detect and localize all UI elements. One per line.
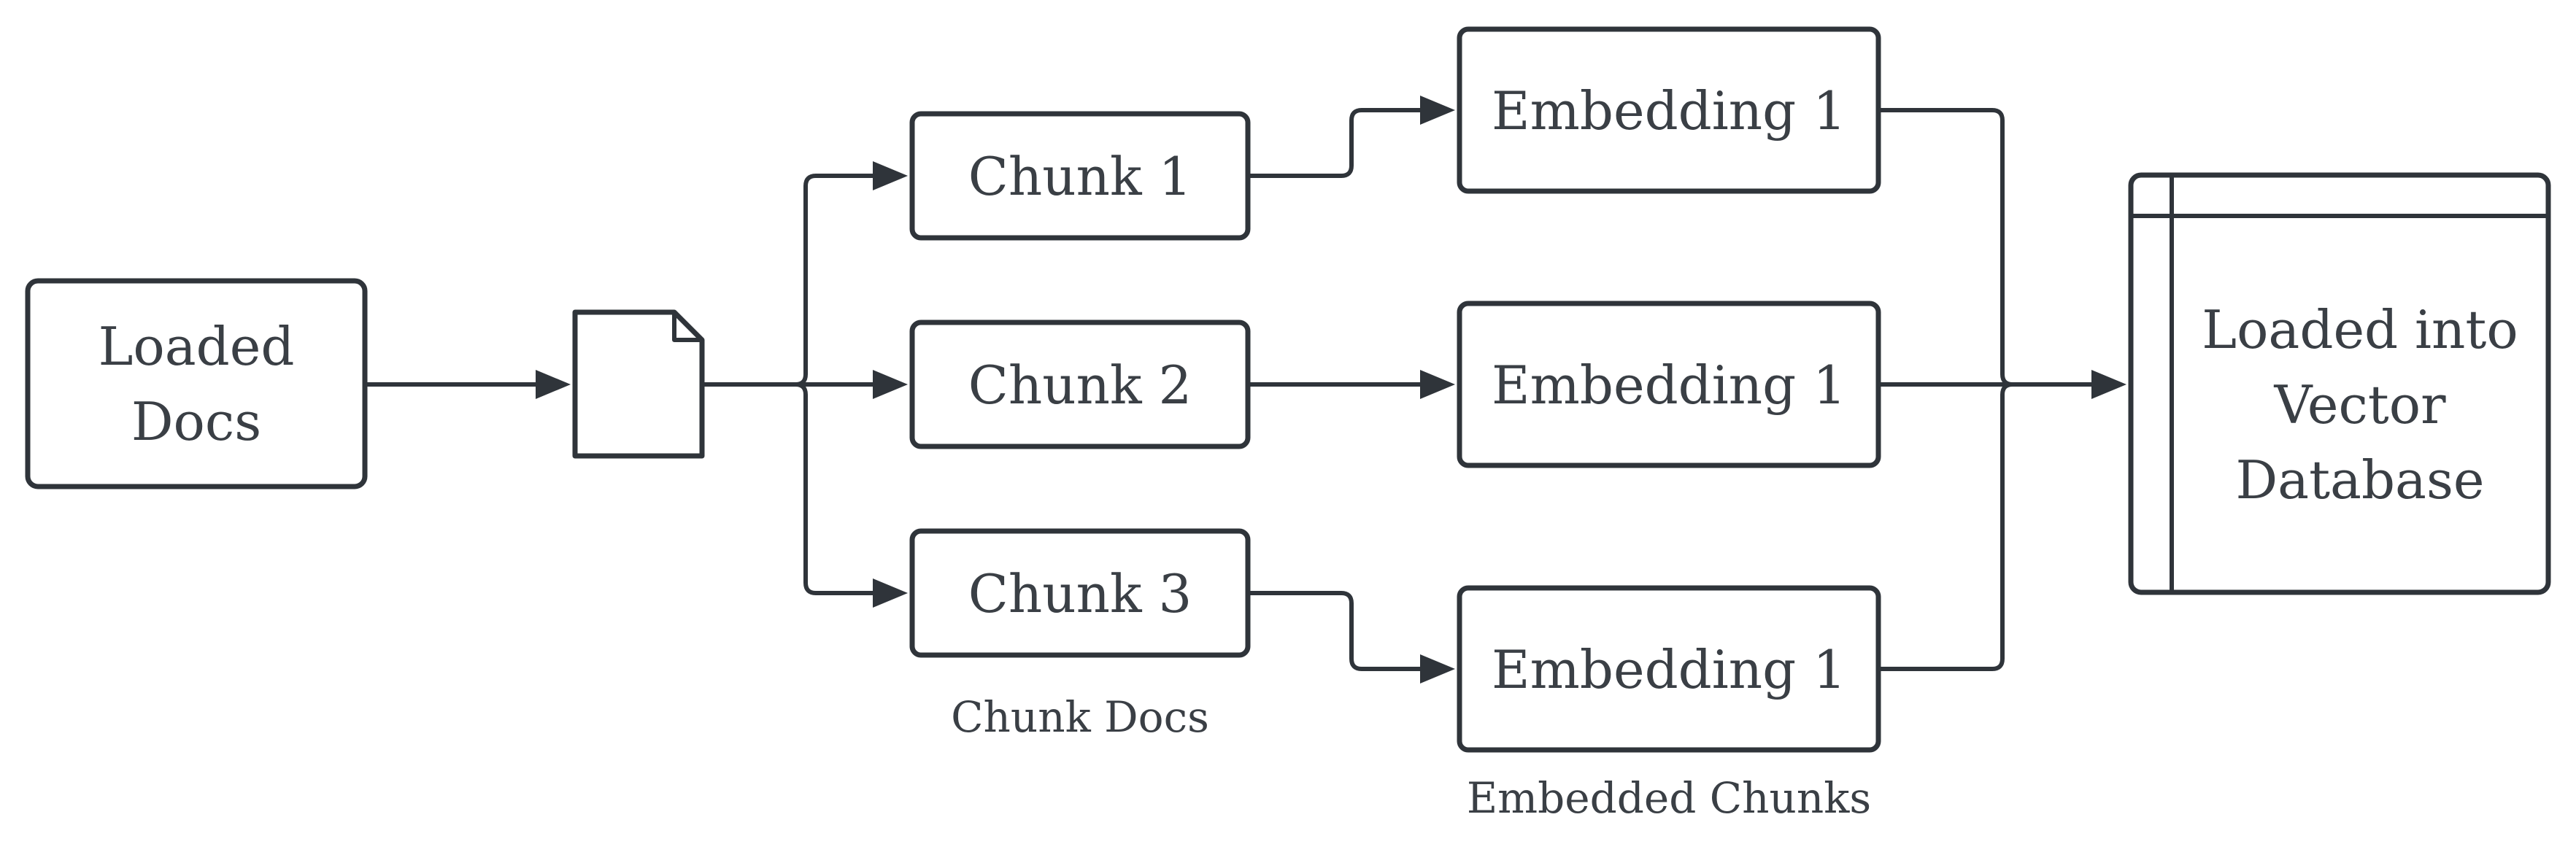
arrowhead [873, 578, 908, 608]
node-vector-database: Loaded into Vector Database [2128, 172, 2551, 595]
node-embedding-top-label: Embedding 1 [1492, 80, 1846, 142]
edge-embedding-bottom-merge [1876, 382, 2015, 671]
node-embedding-bottom: Embedding 1 [1457, 585, 1881, 753]
edge-chunk1-to-embedding [1246, 108, 1425, 178]
node-vector-database-line3: Database [2235, 449, 2484, 511]
node-chunk-3-label: Chunk 3 [968, 563, 1192, 624]
node-embedding-middle-label: Embedding 1 [1492, 355, 1846, 416]
caption-chunk-docs: Chunk Docs [951, 692, 1209, 742]
node-embedding-top: Embedding 1 [1457, 26, 1881, 194]
connectors [363, 96, 2126, 684]
edge-chunk-branch-1 [793, 174, 878, 387]
node-embedding-bottom-label: Embedding 1 [1492, 639, 1846, 700]
node-chunk-1: Chunk 1 [909, 111, 1251, 241]
node-loaded-docs-line2: Docs [131, 391, 261, 452]
arrowhead [1420, 654, 1455, 684]
document-icon [572, 309, 705, 459]
caption-embedded-chunks: Embedded Chunks [1467, 773, 1871, 823]
arrowhead [1420, 96, 1455, 125]
edge-chunk3-to-embedding [1246, 591, 1425, 671]
node-loaded-docs: Loaded Docs [25, 278, 368, 489]
node-embedding-middle: Embedding 1 [1457, 301, 1881, 468]
edge-chunk-branch-3 [793, 382, 878, 595]
arrowhead [873, 370, 908, 399]
node-vector-database-line2: Vector [2273, 374, 2446, 435]
arrowhead [2091, 370, 2126, 399]
edge-embedding-top-merge [1876, 108, 2015, 387]
node-chunk-1-label: Chunk 1 [968, 146, 1192, 207]
node-vector-database-line1: Loaded into [2202, 299, 2518, 360]
arrowhead [1420, 370, 1455, 399]
node-chunk-2-label: Chunk 2 [968, 355, 1192, 416]
node-chunk-2: Chunk 2 [909, 320, 1251, 449]
node-loaded-docs-line1: Loaded [99, 316, 295, 377]
arrowhead [873, 161, 908, 190]
node-chunk-3: Chunk 3 [909, 528, 1251, 658]
arrowhead [536, 370, 571, 399]
